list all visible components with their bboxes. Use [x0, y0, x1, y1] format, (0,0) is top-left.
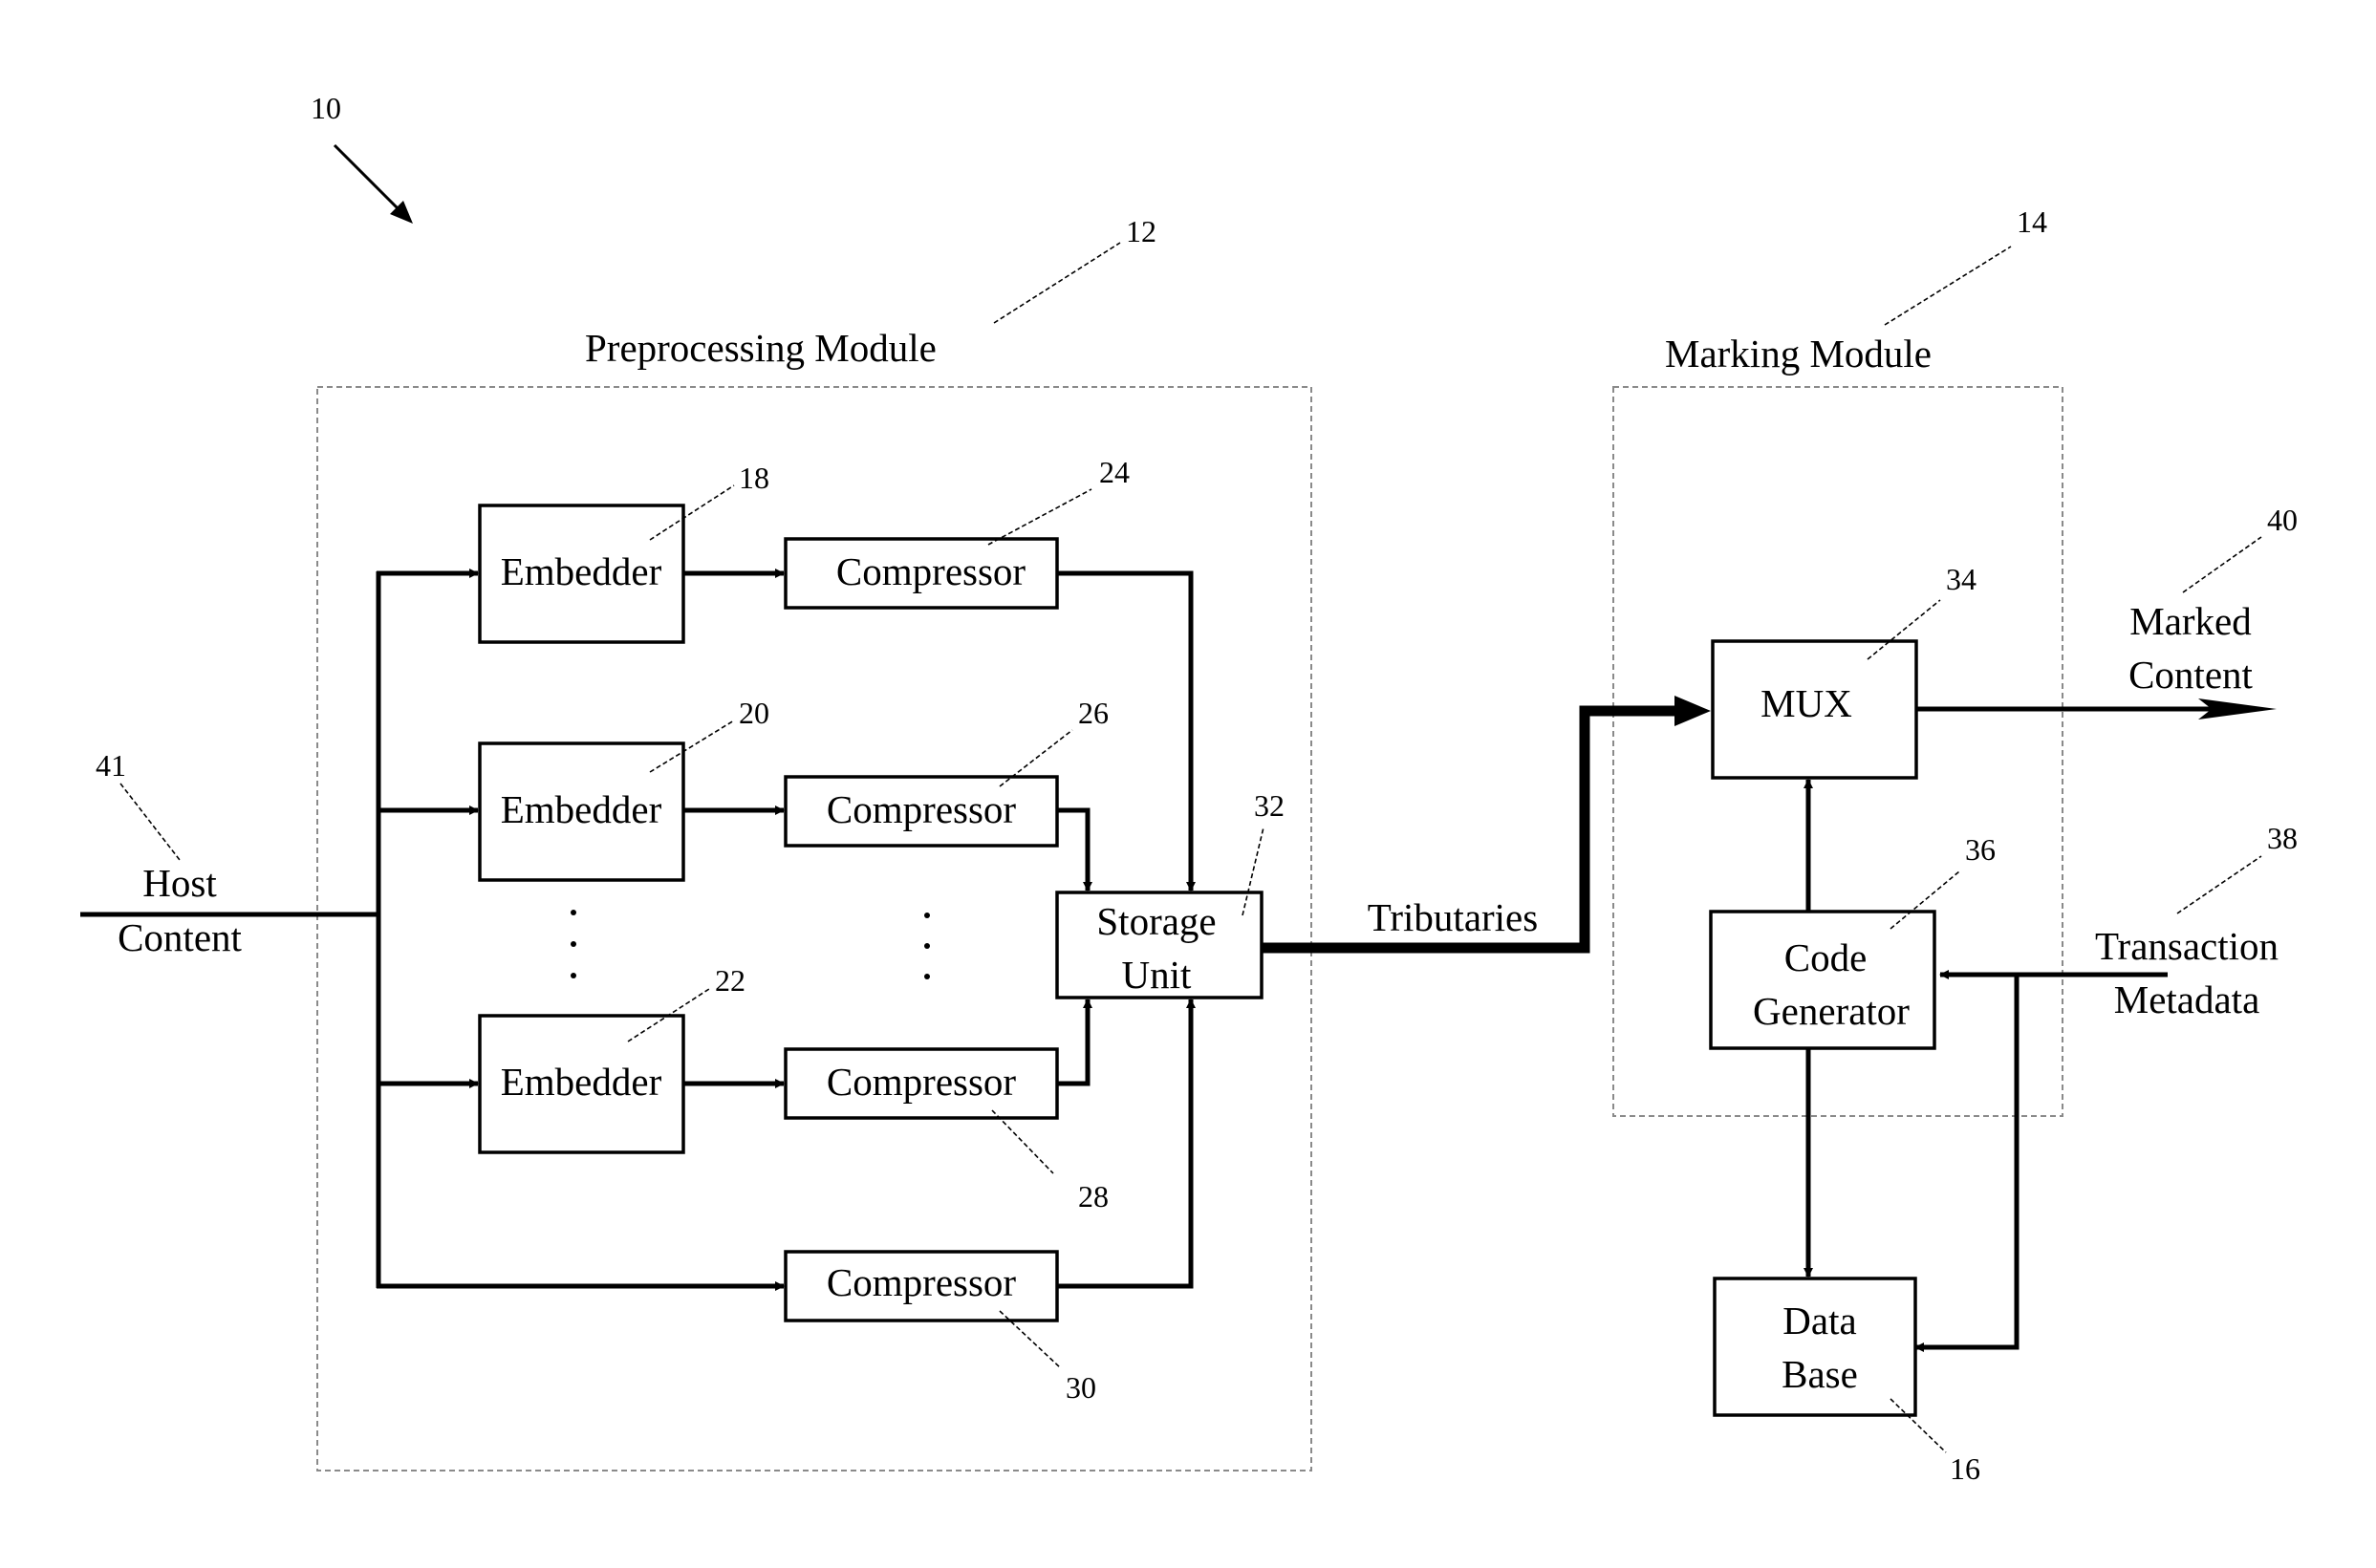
ref-preprocessing-module: 12: [1126, 214, 1156, 248]
ellipsis-dot-right-1: [924, 913, 930, 918]
ref-database: 16: [1950, 1451, 1980, 1486]
preprocessing-module-title: Preprocessing Module: [585, 326, 937, 370]
marking-module-title: Marking Module: [1665, 332, 1932, 376]
database-label-line2: Base: [1782, 1352, 1858, 1396]
ref-compressor-2: 26: [1078, 696, 1109, 730]
ref-compressor-4: 30: [1066, 1370, 1096, 1405]
leader-marking-module: [1885, 247, 2011, 325]
ellipsis-dot-right-3: [924, 974, 930, 979]
ref-compressor-1: 24: [1099, 455, 1130, 489]
ref-transaction-metadata: 38: [2267, 821, 2298, 855]
compressor-3-to-storage: [1057, 999, 1088, 1084]
tributaries-arrowhead: [1674, 696, 1711, 726]
leader-transaction-metadata: [2177, 856, 2261, 913]
host-content-label-line2: Content: [118, 915, 242, 959]
transaction-metadata-label-line1: Transaction: [2095, 924, 2279, 968]
leader-database: [1890, 1399, 1946, 1452]
code-generator-label-line2: Generator: [1753, 989, 1910, 1033]
embedder-2-label: Embedder: [501, 787, 662, 831]
ref-marking-module: 14: [2017, 204, 2047, 239]
ref-marked-content: 40: [2267, 503, 2298, 537]
leader-compressor-1: [988, 489, 1091, 545]
compressor-4-to-storage: [1057, 999, 1191, 1286]
mux-label: MUX: [1760, 681, 1852, 725]
ref-host-content: 41: [96, 748, 126, 783]
compressor-3-label: Compressor: [827, 1060, 1017, 1104]
ref-embedder-3: 22: [715, 963, 745, 998]
storage-unit-label-line2: Unit: [1122, 953, 1193, 997]
ellipsis-dot-left-2: [571, 941, 576, 947]
tributaries-label: Tributaries: [1368, 895, 1538, 939]
marked-content-label-line1: Marked: [2129, 599, 2252, 643]
storage-unit-label-line1: Storage: [1096, 899, 1216, 943]
code-generator-label-line1: Code: [1784, 935, 1868, 979]
ref-code-generator: 36: [1965, 832, 1996, 867]
leader-marked-content: [2183, 537, 2261, 592]
compressor-1-label: Compressor: [836, 549, 1026, 593]
compressor-4-label: Compressor: [827, 1260, 1017, 1304]
host-content-label-line1: Host: [142, 861, 217, 905]
embedder-3-label: Embedder: [501, 1060, 662, 1104]
ellipsis-dot-left-1: [571, 910, 576, 915]
embedder-1-label: Embedder: [501, 549, 662, 593]
leader-host-content: [120, 784, 180, 860]
ref-embedder-2: 20: [739, 696, 769, 730]
transaction-metadata-label-line2: Metadata: [2114, 977, 2260, 1021]
ellipsis-dot-left-3: [571, 973, 576, 978]
leader-compressor-3: [992, 1110, 1053, 1173]
ref-embedder-1: 18: [739, 461, 769, 495]
leader-preprocessing-module: [994, 243, 1120, 323]
ref-mux: 34: [1946, 562, 1976, 596]
compressor-2-label: Compressor: [827, 787, 1017, 831]
database-label-line1: Data: [1782, 1299, 1856, 1342]
marked-content-label-line2: Content: [2128, 653, 2253, 697]
ellipsis-dot-right-2: [924, 943, 930, 949]
ref-storage-unit: 32: [1254, 788, 1285, 823]
ref-compressor-3: 28: [1078, 1179, 1109, 1214]
compressor-1-to-storage: [1057, 573, 1191, 891]
ref-system: 10: [311, 91, 341, 125]
compressor-2-to-storage: [1057, 810, 1088, 891]
